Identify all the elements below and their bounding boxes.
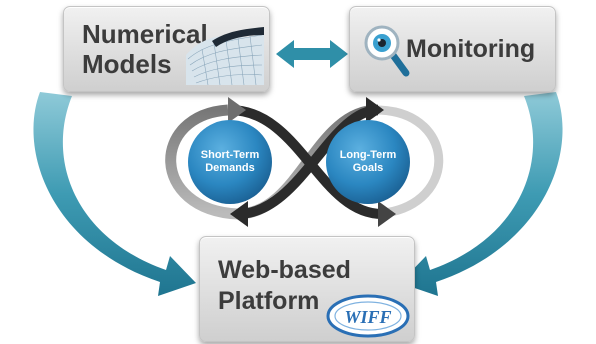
long-term-goals-label: Long-Term Goals: [339, 149, 397, 174]
monitoring-label: Monitoring: [406, 35, 536, 63]
numerical-models-box: Numerical Models: [63, 6, 270, 92]
short-term-demands-label: Short-Term Demands: [200, 149, 260, 174]
mesh-wave-icon: [186, 27, 264, 86]
short-term-circle: [188, 120, 272, 204]
numerical-models-label: Numerical Models: [82, 19, 208, 79]
magnifier-eye-icon: [364, 25, 410, 77]
left-flow-arrow: [33, 92, 196, 296]
monitoring-box: Monitoring: [349, 6, 556, 92]
infinity-loop: [165, 97, 444, 227]
web-platform-label: Web-based Platform: [218, 256, 351, 315]
right-flow-arrow: [400, 92, 563, 296]
double-arrow-icon: [276, 40, 348, 68]
web-platform-box: Web-based Platform WIFF: [199, 236, 415, 342]
long-term-circle: [326, 120, 410, 204]
wiff-logo-icon: WIFF: [326, 294, 410, 338]
logo-text: WIFF: [344, 307, 391, 327]
